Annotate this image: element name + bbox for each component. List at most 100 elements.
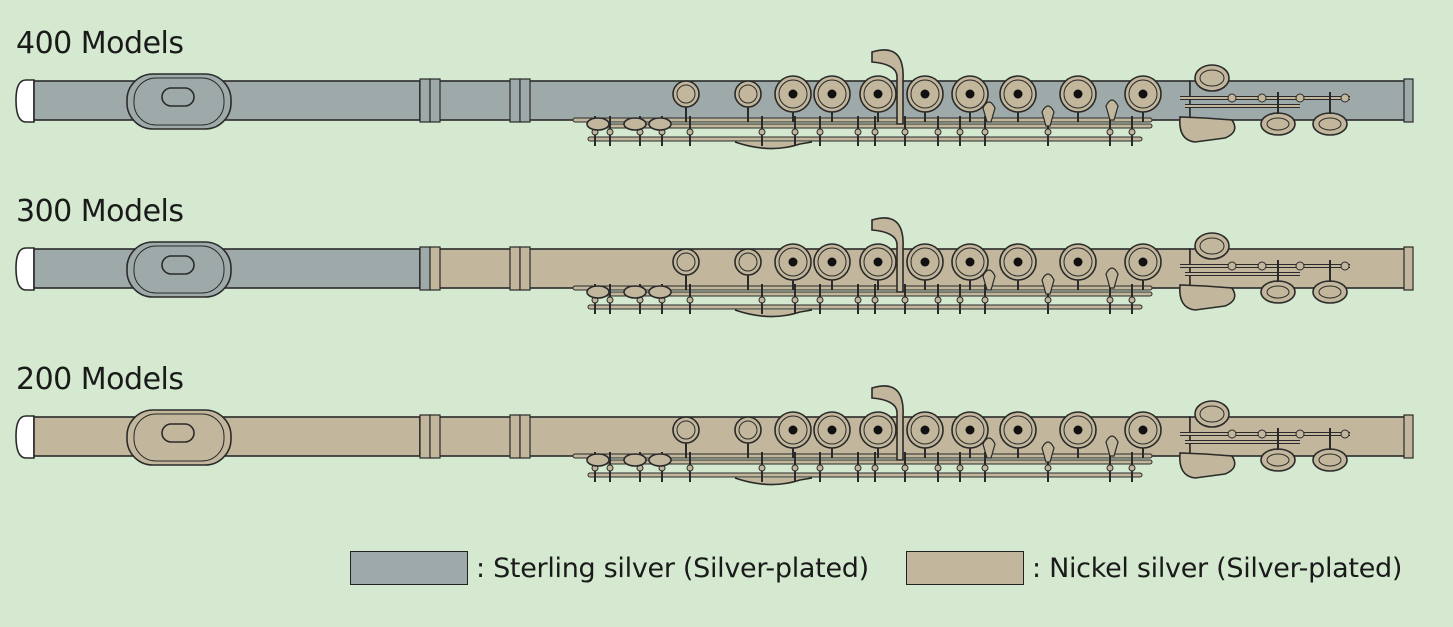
tone-key-hole bbox=[1013, 89, 1023, 99]
tone-key-rim bbox=[1128, 247, 1158, 277]
tone-key-hole bbox=[788, 425, 798, 435]
tone-key-hole bbox=[965, 257, 975, 267]
trill-touch bbox=[1105, 99, 1119, 121]
trill-touch bbox=[982, 269, 996, 291]
foot-post bbox=[1340, 93, 1350, 103]
tone-key-hole bbox=[920, 425, 930, 435]
tone-key-rim bbox=[955, 79, 985, 109]
tone-key-hole bbox=[1073, 257, 1083, 267]
post-nub bbox=[758, 464, 766, 472]
roller-key-rim bbox=[1266, 453, 1290, 467]
thumb-key bbox=[734, 477, 813, 486]
post-nub bbox=[1128, 464, 1136, 472]
lip-plate-inner bbox=[133, 245, 225, 294]
tone-key-rim bbox=[778, 79, 808, 109]
tone-key-rim bbox=[817, 247, 847, 277]
post-nub bbox=[606, 296, 614, 304]
post-nub bbox=[1128, 128, 1136, 136]
tone-key-hole bbox=[965, 89, 975, 99]
foot-key-cup bbox=[1194, 232, 1230, 260]
tone-key-hole bbox=[827, 257, 837, 267]
post-nub bbox=[901, 128, 909, 136]
foot-post bbox=[1340, 261, 1350, 271]
tone-key-rim bbox=[1063, 79, 1093, 109]
foot-post bbox=[1295, 429, 1305, 439]
legend-item-sterling: : Sterling silver (Silver-plated) bbox=[350, 549, 869, 587]
tone-key-hole bbox=[827, 89, 837, 99]
embouchure-hole bbox=[161, 423, 195, 443]
post-nub bbox=[981, 128, 989, 136]
trill-lever bbox=[871, 217, 904, 293]
tone-key-hole bbox=[920, 89, 930, 99]
tenon-ring bbox=[519, 78, 531, 123]
tone-key-hole bbox=[873, 89, 883, 99]
tone-key-hole bbox=[1013, 425, 1023, 435]
tone-key-rim bbox=[738, 252, 758, 272]
tone-key-rim bbox=[676, 84, 696, 104]
tenon-ring bbox=[419, 414, 431, 459]
post-nub bbox=[956, 128, 964, 136]
tenon-ring bbox=[509, 78, 521, 123]
foot-end-ring bbox=[1403, 78, 1414, 123]
tone-key-hole bbox=[1013, 257, 1023, 267]
tenon-ring bbox=[419, 246, 431, 291]
legend-item-nickel: : Nickel silver (Silver-plated) bbox=[906, 549, 1402, 587]
legend-label-nickel: : Nickel silver (Silver-plated) bbox=[1032, 552, 1403, 584]
tone-key-rim bbox=[817, 79, 847, 109]
tone-key-rim bbox=[1003, 415, 1033, 445]
foot-post bbox=[1227, 261, 1237, 271]
roller-key bbox=[1260, 280, 1296, 304]
roller-key bbox=[1312, 448, 1348, 472]
tenon-ring bbox=[429, 414, 441, 459]
tone-key-hole bbox=[788, 257, 798, 267]
post-nub bbox=[816, 296, 824, 304]
trill-touch bbox=[982, 437, 996, 459]
crown-cap bbox=[15, 247, 35, 291]
post-nub bbox=[686, 128, 694, 136]
spatula-key bbox=[586, 453, 610, 467]
model-label-200: 200 Models bbox=[16, 362, 184, 397]
post-nub bbox=[791, 296, 799, 304]
tone-key-rim bbox=[910, 247, 940, 277]
post-nub bbox=[981, 464, 989, 472]
tone-key-hole bbox=[873, 425, 883, 435]
spatula-key bbox=[586, 285, 610, 299]
tone-key-hole bbox=[1138, 89, 1148, 99]
crown-cap bbox=[15, 415, 35, 459]
trill-touch bbox=[982, 101, 996, 123]
tenon-ring bbox=[429, 78, 441, 123]
roller-key bbox=[1260, 112, 1296, 136]
tone-key-rim bbox=[1128, 79, 1158, 109]
post-nub bbox=[1044, 128, 1052, 136]
tenon-ring bbox=[509, 414, 521, 459]
post-nub bbox=[901, 296, 909, 304]
tone-key-hole bbox=[788, 89, 798, 99]
foot-touch-piece bbox=[1178, 284, 1236, 311]
post-nub bbox=[934, 128, 942, 136]
legend-swatch-nickel bbox=[906, 551, 1024, 585]
spatula-key bbox=[648, 117, 672, 131]
foot-post bbox=[1257, 429, 1267, 439]
post-nub bbox=[981, 296, 989, 304]
post-nub bbox=[1106, 296, 1114, 304]
trill-lever bbox=[871, 385, 904, 461]
tone-key-rim bbox=[778, 415, 808, 445]
post-nub bbox=[854, 296, 862, 304]
tone-key-rim bbox=[676, 252, 696, 272]
tone-key-hole bbox=[873, 257, 883, 267]
post-nub bbox=[606, 464, 614, 472]
tone-key-rim bbox=[738, 420, 758, 440]
roller-key bbox=[1260, 448, 1296, 472]
tone-key-rim bbox=[778, 247, 808, 277]
tone-key-rim bbox=[863, 415, 893, 445]
roller-key-rim bbox=[1318, 117, 1342, 131]
tone-key-hole bbox=[1138, 257, 1148, 267]
model-label-400: 400 Models bbox=[16, 26, 184, 61]
tenon-ring bbox=[419, 78, 431, 123]
tone-key-rim bbox=[910, 79, 940, 109]
post-nub bbox=[1044, 464, 1052, 472]
post-nub bbox=[901, 464, 909, 472]
post-nub bbox=[791, 464, 799, 472]
post-nub bbox=[791, 128, 799, 136]
post-nub bbox=[934, 296, 942, 304]
